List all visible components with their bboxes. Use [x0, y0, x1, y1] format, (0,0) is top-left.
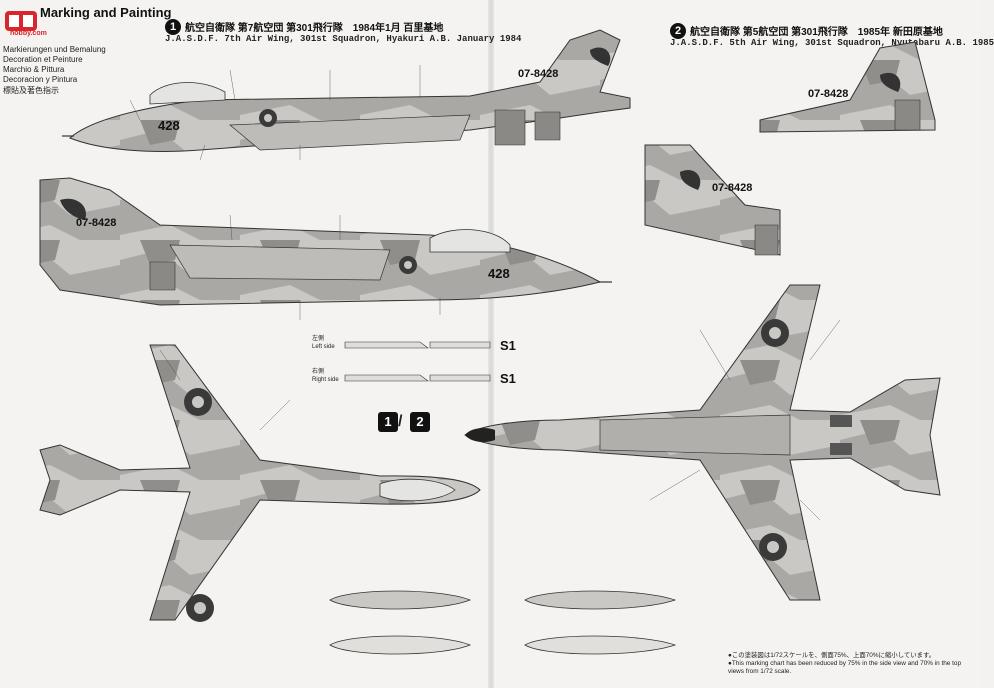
scheme2-tail-upper: 07-8428: [759, 41, 936, 133]
scheme2-tail-lower: 07-8428: [644, 144, 781, 256]
title-es: Decoracion y Pintura: [3, 75, 78, 84]
footnote-jp: ●この塗装図は1/72スケールを、側面75%、上面70%に縮小しています。: [728, 652, 936, 659]
scheme2-badge: 2: [670, 23, 686, 39]
scale-footnote: ●この塗装図は1/72スケールを、側面75%、上面70%に縮小しています。 ●T…: [728, 652, 978, 676]
scheme1-title-en: J.A.S.D.F. 7th Air Wing, 301st Squadron,…: [165, 34, 522, 44]
scheme1-nose-number-right: 428: [488, 266, 510, 281]
combined-badge-2: 2: [410, 412, 430, 432]
watermark-text: hobby.com: [10, 30, 47, 37]
footnote-en: ●This marking chart has been reduced by …: [728, 660, 961, 675]
page-title: Marking and Painting: [40, 5, 172, 20]
scheme1-side-left: [62, 29, 631, 152]
scheme2-title-en: J.A.S.D.F. 5th Air Wing, 301st Squadron,…: [670, 38, 994, 48]
scheme1-title-jp: 航空自衛隊 第7航空団 第301飛行隊 1984年1月 百里基地: [185, 23, 444, 34]
scheme2-tail-number-upper: 07-8428: [808, 88, 848, 100]
page-fold: [488, 0, 494, 688]
scheme2-tail-number-lower: 07-8428: [712, 182, 752, 194]
scheme1-tail-number-right: 07-8428: [76, 217, 116, 229]
left-side-label-jp: 左側: [312, 336, 325, 342]
combined-slash: /: [398, 413, 403, 430]
left-side-label-en: Left side: [312, 344, 335, 350]
right-side-label-en: Right side: [312, 377, 339, 383]
logo-icon: [5, 11, 37, 31]
callout-lines: [129, 65, 841, 521]
stencil-code-right: S1: [500, 371, 516, 386]
title-cn: 標貼及著色指示: [3, 86, 59, 95]
scheme1-tail-number-left: 07-8428: [518, 68, 558, 80]
right-side-label-jp: 右側: [312, 369, 325, 375]
title-it: Marchio & Pittura: [3, 65, 65, 74]
top-view-lower: [464, 284, 941, 601]
drop-tanks: [329, 590, 677, 655]
title-de: Markierungen und Bemalung: [3, 45, 106, 54]
top-view-upper: [39, 344, 481, 622]
combined-badge-1: 1: [378, 412, 398, 432]
title-fr: Decoration et Peinture: [3, 55, 83, 64]
scheme1-nose-number-left: 428: [158, 118, 180, 133]
stencil-code-left: S1: [500, 338, 516, 353]
stencil-details: [344, 341, 491, 382]
scheme1-side-right: [39, 177, 612, 306]
scheme2-title-jp: 航空自衛隊 第5航空団 第301飛行隊 1985年 新田原基地: [690, 27, 943, 38]
scheme1-badge: 1: [165, 19, 181, 35]
